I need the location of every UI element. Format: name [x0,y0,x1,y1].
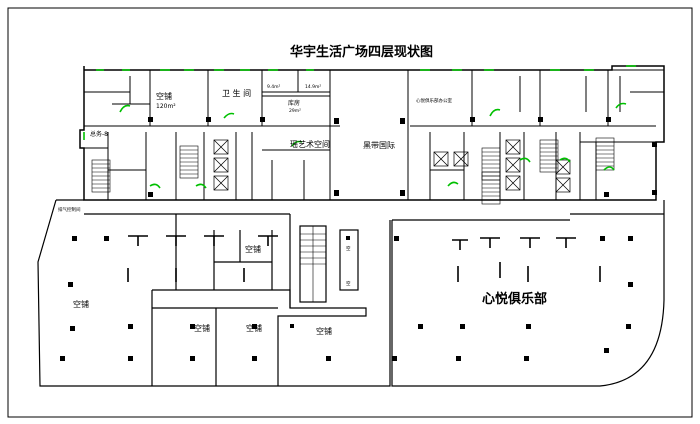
drawing-title: 华宇生活广场四层现状图 [290,44,433,60]
podium [37,199,665,387]
label-empty-7: 空 [346,280,351,287]
label-empty-4: 空铺 [246,323,262,333]
label-art-space: 瑶艺术空间 [290,139,330,149]
escalator [300,226,326,302]
label-shop-120: 空铺 [156,91,172,101]
label-heidai: 黑带国际 [363,141,395,150]
label-area-14: 14.9m² [305,84,321,90]
label-shop-120-area: 120m² [156,103,176,110]
drawing-frame [7,7,693,418]
label-office: 心悦俱乐部办公室 [416,97,452,104]
podium-columns [60,236,633,361]
doors [83,65,636,189]
stairs [91,137,615,205]
label-empty-3: 空铺 [194,323,210,333]
label-storage-area: 29m² [289,108,301,114]
label-empty-6: 空 [346,245,351,252]
label-storage: 库房 [288,99,300,107]
label-empty-2: 空铺 [73,299,89,309]
label-exhaust: 排气控制间 [58,206,81,213]
label-area-9: 9.4m² [267,84,281,90]
label-restroom: 卫 生 间 [222,88,251,98]
label-empty-1: 空铺 [245,244,261,254]
label-club: 心悦俱乐部 [482,291,547,307]
label-dept: 总务-8 [90,130,108,138]
column-fragments [127,235,601,282]
elevators [213,139,571,193]
north-wing [79,65,665,201]
label-empty-5: 空铺 [316,326,332,336]
north-columns [148,117,657,197]
